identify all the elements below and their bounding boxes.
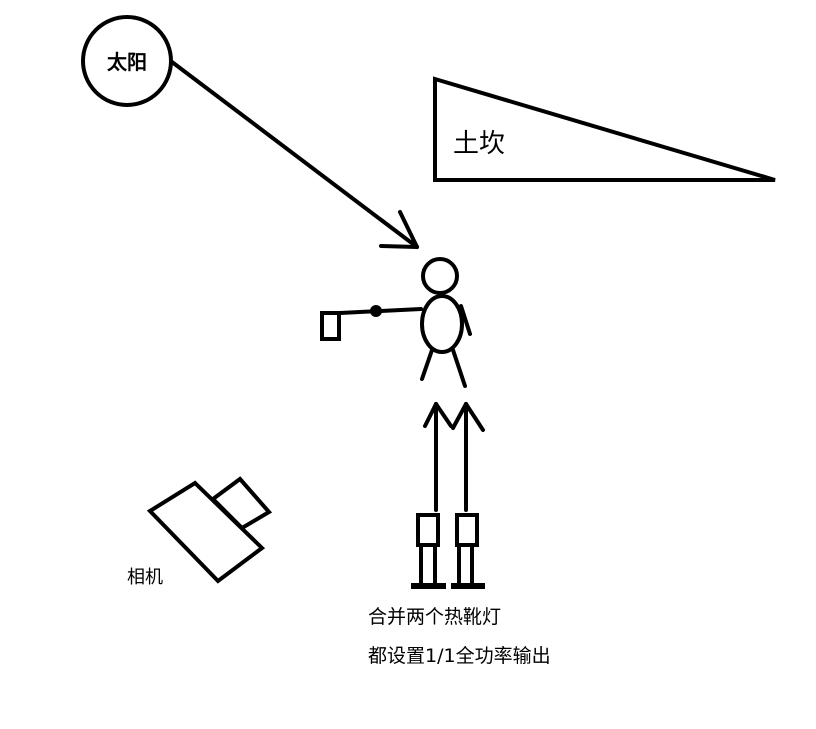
sunlight-arrowhead-left bbox=[381, 246, 417, 247]
flash-note-line-2: 都设置1/1全功率输出 bbox=[368, 645, 551, 667]
camera-label: 相机 bbox=[127, 567, 163, 588]
sun-label: 太阳 bbox=[107, 50, 147, 74]
reflector-grip-dot bbox=[370, 305, 382, 317]
earth-bank-label: 土坎 bbox=[453, 129, 505, 159]
flash-note-line-1: 合并两个热靴灯 bbox=[368, 606, 501, 628]
